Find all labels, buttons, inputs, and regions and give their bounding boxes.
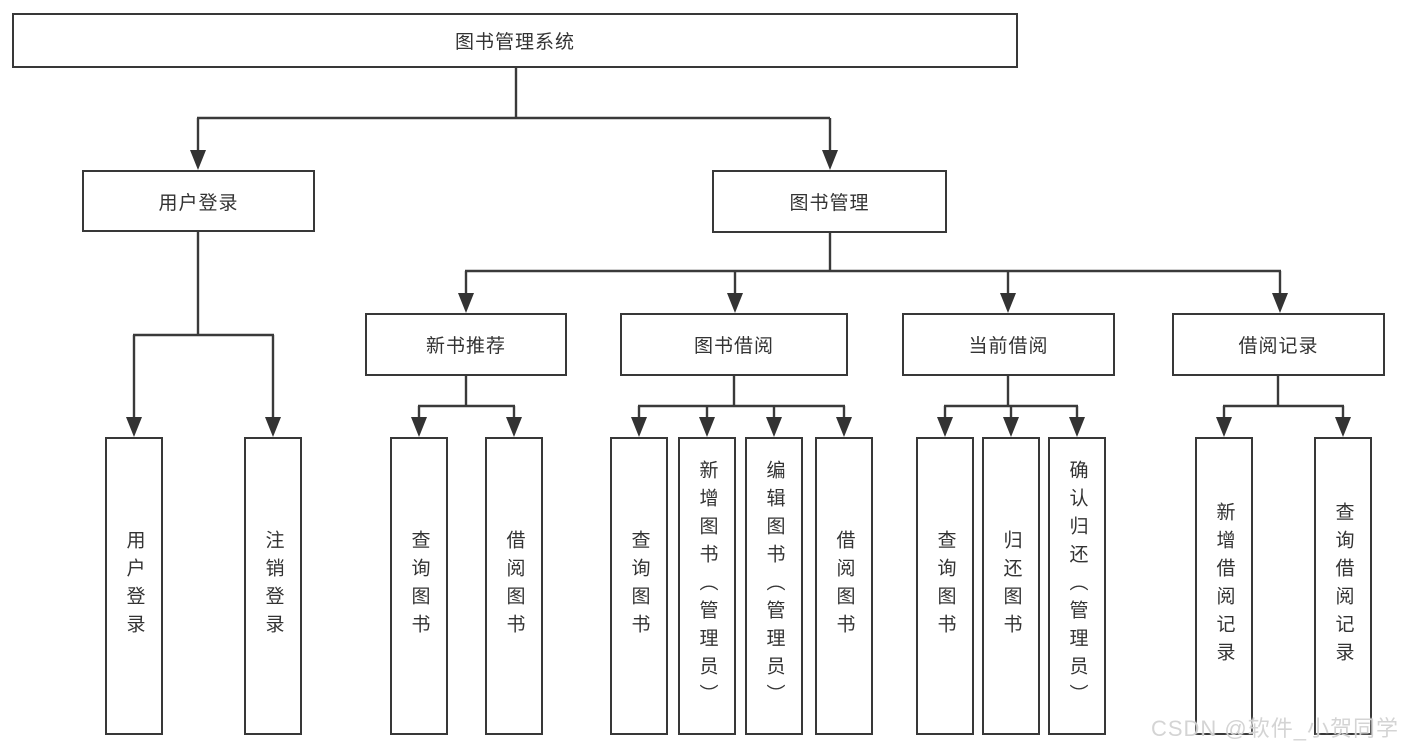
leaf-query-books-1: 查询图书	[390, 437, 448, 735]
node-root-label: 图书管理系统	[454, 32, 575, 53]
leaf-return-books-label: 归还图书	[1000, 530, 1022, 642]
node-borrowing-records-label: 借阅记录	[1238, 336, 1319, 357]
node-book-borrowing: 图书借阅	[620, 313, 848, 376]
node-new-book-recommend-label: 新书推荐	[425, 336, 506, 357]
connector-userlogin-to-leaves	[126, 232, 281, 437]
leaf-borrow-books-1: 借阅图书	[485, 437, 543, 735]
leaf-query-books-2-label: 查询图书	[628, 530, 650, 642]
node-current-borrowing: 当前借阅	[902, 313, 1115, 376]
leaf-query-borrow-record-label: 查询借阅记录	[1332, 502, 1354, 670]
leaf-user-login: 用户登录	[105, 437, 163, 735]
leaf-return-books: 归还图书	[982, 437, 1040, 735]
node-borrowing-records: 借阅记录	[1172, 313, 1385, 376]
leaf-borrow-books-2: 借阅图书	[815, 437, 873, 735]
connector-bookmgmt-to-level3	[458, 233, 1288, 313]
leaf-add-borrow-record-label: 新增借阅记录	[1213, 502, 1235, 670]
node-root: 图书管理系统	[12, 13, 1018, 68]
leaf-confirm-return-admin-label: 确认归还（管理员）	[1066, 460, 1088, 712]
leaf-logout: 注销登录	[244, 437, 302, 735]
connector-current-to-leaves	[937, 376, 1085, 437]
leaf-borrow-books-1-label: 借阅图书	[503, 530, 525, 642]
node-book-management-label: 图书管理	[789, 193, 870, 214]
leaf-logout-label: 注销登录	[262, 530, 284, 642]
node-user-login: 用户登录	[82, 170, 315, 232]
leaf-query-books-2: 查询图书	[610, 437, 668, 735]
connector-records-to-leaves	[1216, 376, 1351, 437]
node-book-management: 图书管理	[712, 170, 947, 233]
leaf-add-borrow-record: 新增借阅记录	[1195, 437, 1253, 735]
leaf-query-books-1-label: 查询图书	[408, 530, 430, 642]
leaf-query-borrow-record: 查询借阅记录	[1314, 437, 1372, 735]
leaf-confirm-return-admin: 确认归还（管理员）	[1048, 437, 1106, 735]
node-book-borrowing-label: 图书借阅	[693, 336, 774, 357]
leaf-user-login-label: 用户登录	[123, 530, 145, 642]
leaf-borrow-books-2-label: 借阅图书	[833, 530, 855, 642]
leaf-edit-books-admin-label: 编辑图书（管理员）	[763, 460, 785, 712]
leaf-query-books-3: 查询图书	[916, 437, 974, 735]
node-current-borrowing-label: 当前借阅	[968, 336, 1049, 357]
node-new-book-recommend: 新书推荐	[365, 313, 567, 376]
leaf-add-books-admin-label: 新增图书（管理员）	[696, 460, 718, 712]
connector-borrow-to-leaves	[631, 376, 852, 437]
leaf-edit-books-admin: 编辑图书（管理员）	[745, 437, 803, 735]
leaf-add-books-admin: 新增图书（管理员）	[678, 437, 736, 735]
connector-newbooks-to-leaves	[411, 376, 522, 437]
node-user-login-label: 用户登录	[158, 192, 239, 214]
leaf-query-books-3-label: 查询图书	[934, 530, 956, 642]
connector-root-to-level2	[190, 68, 838, 170]
